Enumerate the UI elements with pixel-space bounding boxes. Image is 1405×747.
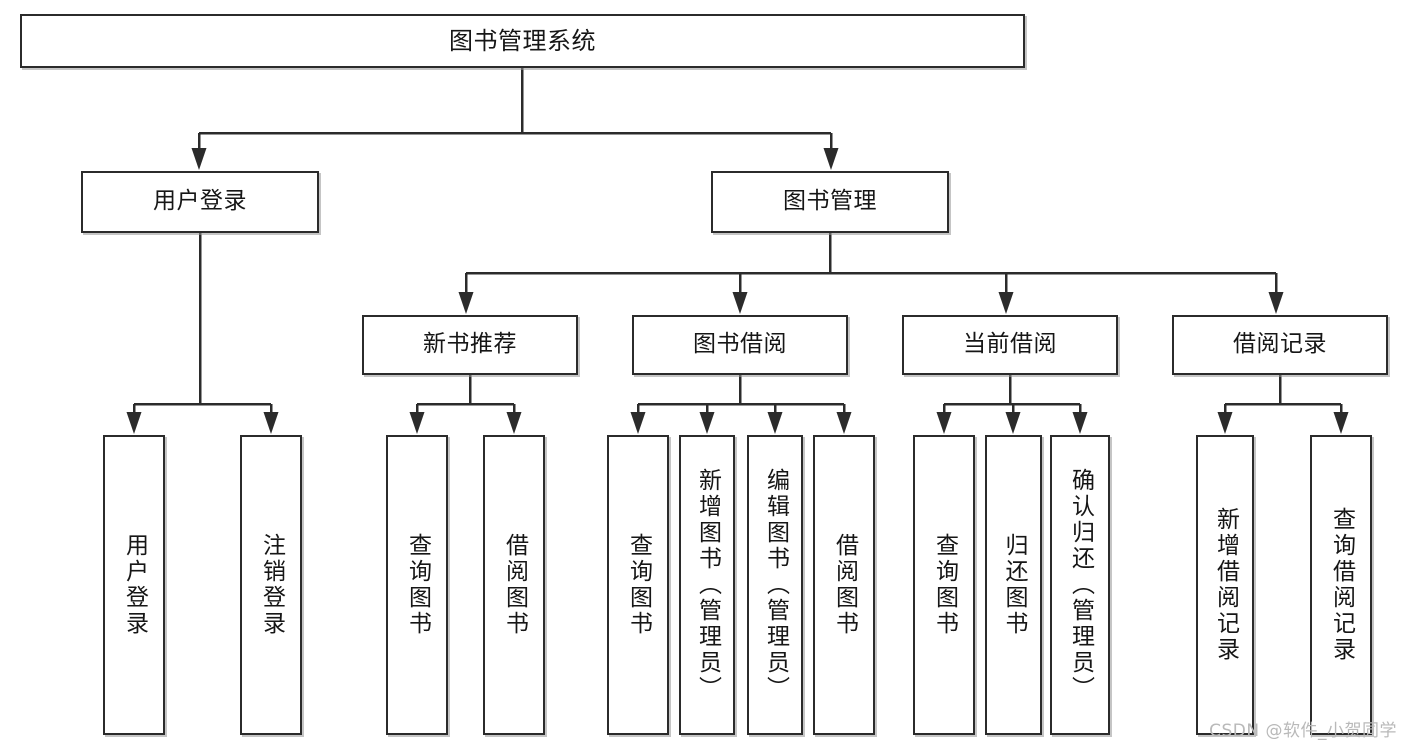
node-borrow-record[interactable]: 借阅记录 xyxy=(1172,315,1388,375)
node-label-leaf-confirm-return: 确认归还（管理员） xyxy=(1067,468,1094,702)
arrow-to-current-borrow-head xyxy=(998,292,1014,314)
arrow-to-leaf-query-record-head xyxy=(1333,412,1349,434)
node-leaf-logout[interactable]: 注销登录 xyxy=(240,435,302,735)
node-label-user-login: 用户登录 xyxy=(153,188,247,215)
node-label-root: 图书管理系统 xyxy=(449,26,596,55)
node-book-manage[interactable]: 图书管理 xyxy=(711,171,949,233)
arrow-to-user-login-head xyxy=(191,148,207,170)
arrow-to-leaf-borrow-book-2-head xyxy=(836,412,852,434)
node-label-leaf-query-book-2: 查询图书 xyxy=(625,533,652,637)
node-leaf-user-login[interactable]: 用户登录 xyxy=(103,435,165,735)
node-current-borrow[interactable]: 当前借阅 xyxy=(902,315,1118,375)
node-leaf-edit-book[interactable]: 编辑图书（管理员） xyxy=(747,435,803,735)
node-label-current-borrow: 当前借阅 xyxy=(963,331,1057,358)
node-label-leaf-user-login: 用户登录 xyxy=(121,533,148,637)
node-label-leaf-add-book: 新增图书（管理员） xyxy=(694,468,721,702)
arrow-to-borrow-record-head xyxy=(1268,292,1284,314)
node-user-login[interactable]: 用户登录 xyxy=(81,171,319,233)
node-book-borrow[interactable]: 图书借阅 xyxy=(632,315,848,375)
node-new-book-recommend[interactable]: 新书推荐 xyxy=(362,315,578,375)
node-leaf-confirm-return[interactable]: 确认归还（管理员） xyxy=(1050,435,1110,735)
arrow-to-leaf-query-book-1-head xyxy=(409,412,425,434)
arrow-to-leaf-user-login-head xyxy=(126,412,142,434)
node-leaf-return-book[interactable]: 归还图书 xyxy=(985,435,1042,735)
node-label-leaf-add-record: 新增借阅记录 xyxy=(1212,507,1239,663)
arrow-to-leaf-edit-book-head xyxy=(767,412,783,434)
csdn-watermark: CSDN @软件_小贺同学 xyxy=(1209,721,1397,741)
arrow-to-leaf-logout-head xyxy=(263,412,279,434)
arrow-to-book-manage-head xyxy=(823,148,839,170)
node-label-leaf-query-book-1: 查询图书 xyxy=(404,533,431,637)
arrow-to-book-borrow-head xyxy=(732,292,748,314)
node-label-borrow-record: 借阅记录 xyxy=(1233,331,1327,358)
node-label-leaf-borrow-book-1: 借阅图书 xyxy=(501,533,528,637)
node-label-book-manage: 图书管理 xyxy=(783,188,877,215)
node-label-new-book-recommend: 新书推荐 xyxy=(423,331,517,358)
node-leaf-query-book-1[interactable]: 查询图书 xyxy=(386,435,448,735)
node-label-book-borrow: 图书借阅 xyxy=(693,331,787,358)
node-leaf-query-record[interactable]: 查询借阅记录 xyxy=(1310,435,1372,735)
arrow-to-leaf-borrow-book-1-head xyxy=(506,412,522,434)
arrow-to-leaf-confirm-return-head xyxy=(1072,412,1088,434)
arrow-to-leaf-add-book-head xyxy=(699,412,715,434)
node-label-leaf-return-book: 归还图书 xyxy=(1001,533,1027,637)
node-label-leaf-logout: 注销登录 xyxy=(258,533,285,637)
node-leaf-query-book-2[interactable]: 查询图书 xyxy=(607,435,669,735)
node-leaf-add-book[interactable]: 新增图书（管理员） xyxy=(679,435,735,735)
arrow-to-leaf-return-book-head xyxy=(1005,412,1021,434)
node-root[interactable]: 图书管理系统 xyxy=(20,14,1025,68)
arrow-to-leaf-query-book-3-head xyxy=(936,412,952,434)
node-leaf-borrow-book-1[interactable]: 借阅图书 xyxy=(483,435,545,735)
node-leaf-add-record[interactable]: 新增借阅记录 xyxy=(1196,435,1254,735)
arrow-to-new-book-recommend-head xyxy=(458,292,474,314)
node-leaf-query-book-3[interactable]: 查询图书 xyxy=(913,435,975,735)
arrow-to-leaf-add-record-head xyxy=(1217,412,1233,434)
node-label-leaf-edit-book: 编辑图书（管理员） xyxy=(762,468,789,702)
node-label-leaf-query-record: 查询借阅记录 xyxy=(1328,507,1355,663)
node-label-leaf-borrow-book-2: 借阅图书 xyxy=(831,533,858,637)
arrow-to-leaf-query-book-2-head xyxy=(630,412,646,434)
node-label-leaf-query-book-3: 查询图书 xyxy=(931,533,958,637)
node-leaf-borrow-book-2[interactable]: 借阅图书 xyxy=(813,435,875,735)
